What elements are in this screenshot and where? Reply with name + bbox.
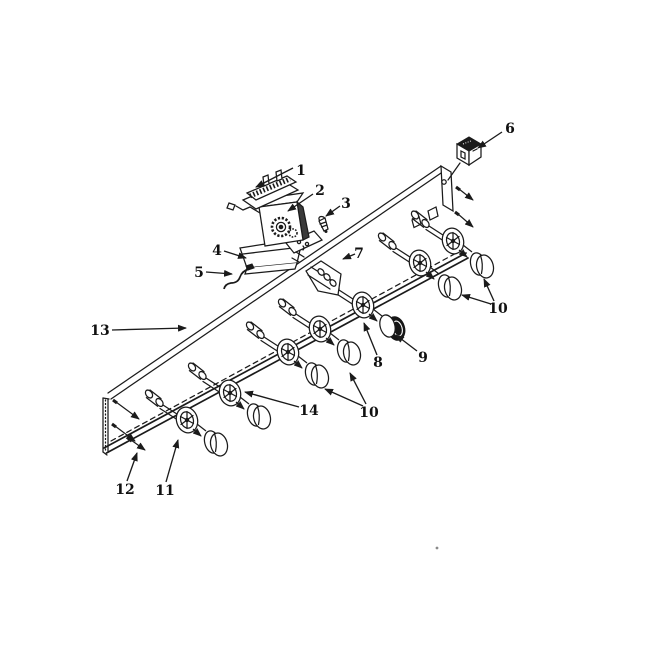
wire-harness <box>223 263 255 290</box>
screw <box>125 435 146 451</box>
screw <box>112 398 140 420</box>
knob-bezel <box>438 224 468 258</box>
knob-dark <box>376 312 409 344</box>
screw <box>455 185 474 201</box>
knob <box>302 360 332 391</box>
callout-label-3: 3 <box>341 196 351 212</box>
leader-11 <box>165 439 180 483</box>
screw <box>454 210 474 228</box>
timer-assembly <box>223 169 324 290</box>
callout-label-7: 7 <box>354 246 364 262</box>
timer-lead-wire <box>226 202 261 214</box>
callout-label-9: 9 <box>418 350 428 366</box>
knob <box>244 401 274 432</box>
callout-label-10-lower: 10 <box>359 405 379 421</box>
knob-assembly <box>186 361 274 432</box>
print-speck <box>435 546 439 550</box>
knob-assembly <box>376 231 465 303</box>
knob-bezel <box>273 335 303 369</box>
knob-bezel <box>405 246 435 280</box>
panel-right-end <box>440 164 454 213</box>
knob-bezel <box>348 288 378 322</box>
leader-14 <box>244 390 300 408</box>
leader-10-right-a <box>483 278 495 302</box>
knob-assembly <box>276 297 364 368</box>
knob <box>334 337 364 368</box>
knob-assembly <box>319 273 409 344</box>
leader-2 <box>287 193 314 212</box>
knob-bezel <box>215 376 245 410</box>
leader-5 <box>205 269 233 277</box>
knob <box>201 428 231 459</box>
callout-label-4: 4 <box>212 243 222 259</box>
leader-3 <box>325 205 341 217</box>
knob-assembly <box>409 209 497 281</box>
knob-bezel <box>305 312 335 346</box>
leader-13 <box>111 324 187 332</box>
callout-label-10-right: 10 <box>488 301 508 317</box>
callout-label-2: 2 <box>315 183 325 199</box>
switch-bank <box>291 251 342 296</box>
leader-1 <box>255 167 294 188</box>
panel-hole <box>441 179 447 185</box>
selector-switch <box>447 136 482 181</box>
leader-12 <box>126 452 138 482</box>
leader-8 <box>363 322 378 356</box>
leader-6 <box>477 131 503 149</box>
callout-labels: 1 2 3 4 5 6 7 8 9 10 10 11 12 13 14 <box>90 121 515 499</box>
leader-10-right-b <box>461 294 492 305</box>
callout-label-1: 1 <box>296 163 306 179</box>
callout-label-8: 8 <box>373 355 383 371</box>
knob-assembly <box>244 320 332 391</box>
callout-label-5: 5 <box>194 265 204 281</box>
leader-4 <box>223 250 247 259</box>
knob <box>467 250 497 281</box>
callout-label-14: 14 <box>299 403 319 419</box>
timer-gear-dial <box>270 216 292 238</box>
callout-label-13: 13 <box>90 323 109 339</box>
leader-10-lower-a <box>349 372 367 405</box>
panel-cutout <box>427 206 439 221</box>
knob-assembly <box>143 388 231 459</box>
leader-7 <box>342 252 356 260</box>
callout-label-12: 12 <box>115 482 134 498</box>
callout-label-11: 11 <box>155 483 174 499</box>
switch-screw-part <box>318 215 329 233</box>
knob <box>435 272 465 303</box>
timer-body <box>257 192 310 247</box>
leader-9 <box>395 334 418 352</box>
callout-leaders <box>111 131 503 483</box>
timer-bracket <box>241 169 300 210</box>
switch-lead-line <box>447 162 461 181</box>
callout-label-6: 6 <box>505 121 515 137</box>
leader-10-lower-b <box>324 388 364 407</box>
mounting-screws <box>111 185 474 451</box>
